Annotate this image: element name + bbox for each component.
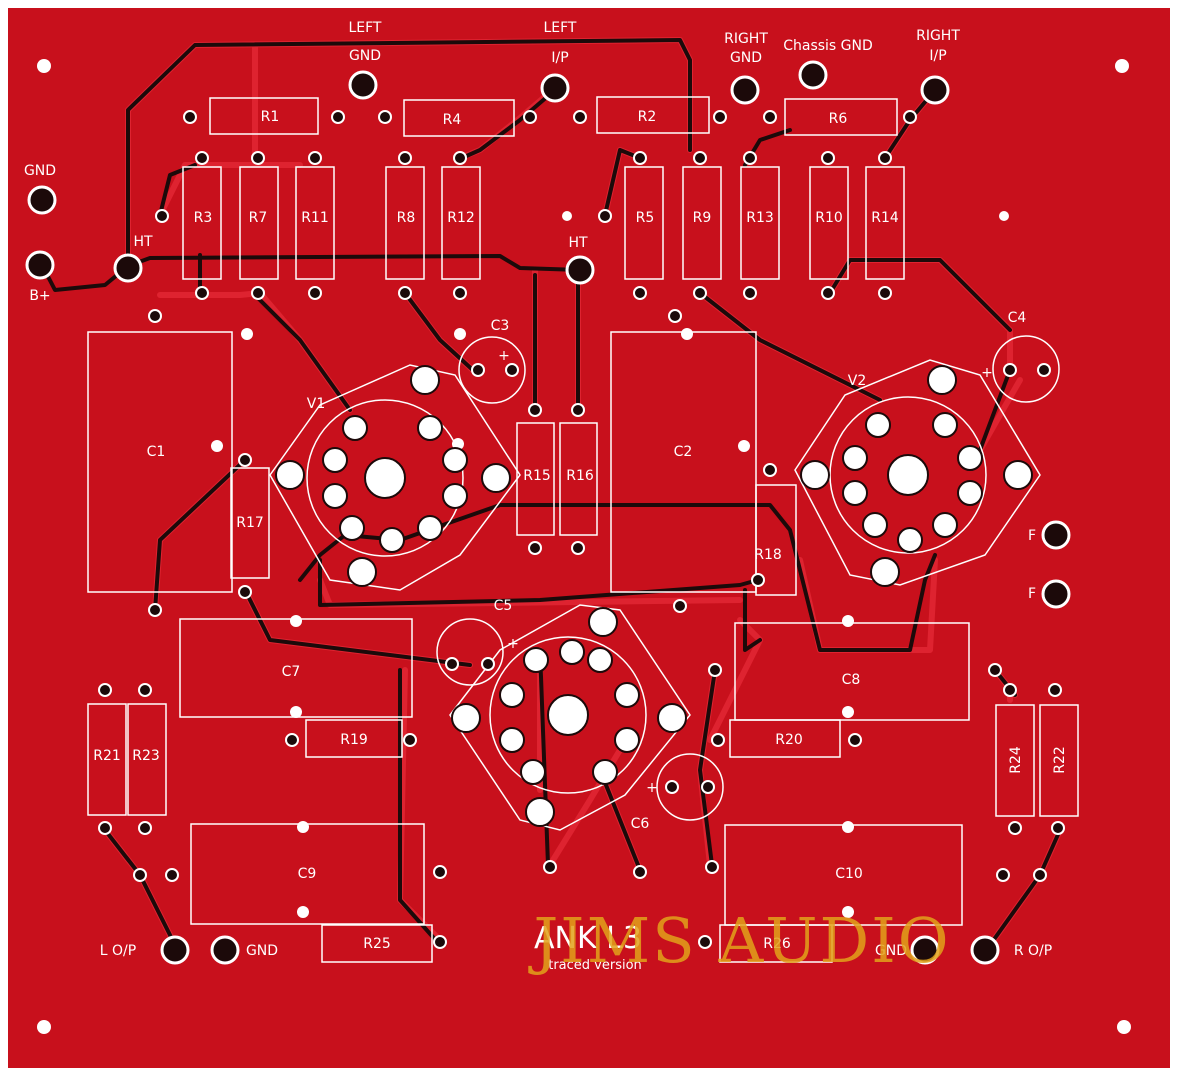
label-plus-c6: + (646, 780, 658, 796)
label-r7: R7 (249, 210, 268, 226)
label-gnd-left: GND (24, 163, 56, 179)
label-r5: R5 (636, 210, 655, 226)
label-plus-c5: + (507, 636, 519, 652)
label-gnd-bottom-left: GND (246, 943, 278, 959)
label-r12: R12 (447, 210, 475, 226)
label-c5: C5 (494, 598, 513, 614)
label-gnd-bottom-right: GND (875, 943, 907, 959)
tube-socket-pads (275, 365, 1033, 827)
label-c2: C2 (674, 444, 693, 460)
label-l-op: L O/P (100, 943, 136, 959)
jims-audio-watermark: JIMS AUDIO (527, 904, 950, 977)
label-r25: R25 (363, 936, 391, 952)
label-c10: C10 (835, 866, 863, 882)
label-r24: R24 (1008, 746, 1024, 774)
label-c6: C6 (631, 816, 650, 832)
label-r8: R8 (397, 210, 416, 226)
terminal-labels: LEFT GND LEFT I/P RIGHT GND Chassis GND … (24, 20, 1052, 959)
label-right-ip-top: RIGHT (916, 28, 960, 44)
label-c3: C3 (491, 318, 510, 334)
label-c8: C8 (842, 672, 861, 688)
board-substrate (8, 8, 1170, 1068)
label-r3: R3 (194, 210, 213, 226)
board-subtitle: traced version (548, 958, 642, 973)
label-c1: C1 (147, 444, 166, 460)
terminal-posts (25, 60, 1071, 965)
label-right-gnd-top: RIGHT (724, 31, 768, 47)
label-r13: R13 (746, 210, 774, 226)
label-v1: V1 (307, 396, 325, 412)
label-r10: R10 (815, 210, 843, 226)
component-pads (98, 110, 1065, 949)
label-r2: R2 (638, 109, 657, 125)
label-plus-c3: + (498, 348, 510, 364)
label-right-ip-bottom: I/P (929, 48, 946, 64)
label-r15: R15 (523, 468, 551, 484)
label-r18: R18 (754, 547, 782, 563)
label-c4: C4 (1008, 310, 1027, 326)
label-plus-c4: + (981, 365, 993, 381)
label-r19: R19 (340, 732, 368, 748)
label-r11: R11 (301, 210, 329, 226)
label-chassis-gnd: Chassis GND (783, 38, 873, 54)
label-left-gnd-bottom: GND (349, 48, 381, 64)
label-f1: F (1028, 528, 1036, 544)
board-title: ANK L3 (534, 921, 642, 956)
label-r21: R21 (93, 748, 121, 764)
label-r17: R17 (236, 515, 264, 531)
label-r16: R16 (566, 468, 594, 484)
label-c9: C9 (298, 866, 317, 882)
label-b-plus: B+ (29, 288, 50, 304)
label-r6: R6 (829, 111, 848, 127)
label-r22: R22 (1052, 746, 1068, 774)
component-labels: R1 R4 R2 R6 R3 R7 R11 R8 R12 R5 R9 R13 R… (93, 109, 1068, 952)
label-ht-left: HT (133, 234, 153, 250)
label-r9: R9 (693, 210, 712, 226)
label-r23: R23 (132, 748, 160, 764)
label-r-op: R O/P (1014, 943, 1052, 959)
label-r14: R14 (871, 210, 899, 226)
label-r20: R20 (775, 732, 803, 748)
label-r1: R1 (261, 109, 280, 125)
label-ht-center: HT (568, 235, 588, 251)
silkscreen-outlines (87, 96, 1079, 963)
label-r4: R4 (443, 112, 462, 128)
label-left-ip-bottom: I/P (551, 50, 568, 66)
label-right-gnd-bottom: GND (730, 50, 762, 66)
label-left-gnd-top: LEFT (348, 20, 381, 36)
label-r26: R26 (763, 936, 791, 952)
label-v2: V2 (848, 373, 866, 389)
label-f2: F (1028, 586, 1036, 602)
label-left-ip-top: LEFT (543, 20, 576, 36)
label-c7: C7 (282, 664, 301, 680)
